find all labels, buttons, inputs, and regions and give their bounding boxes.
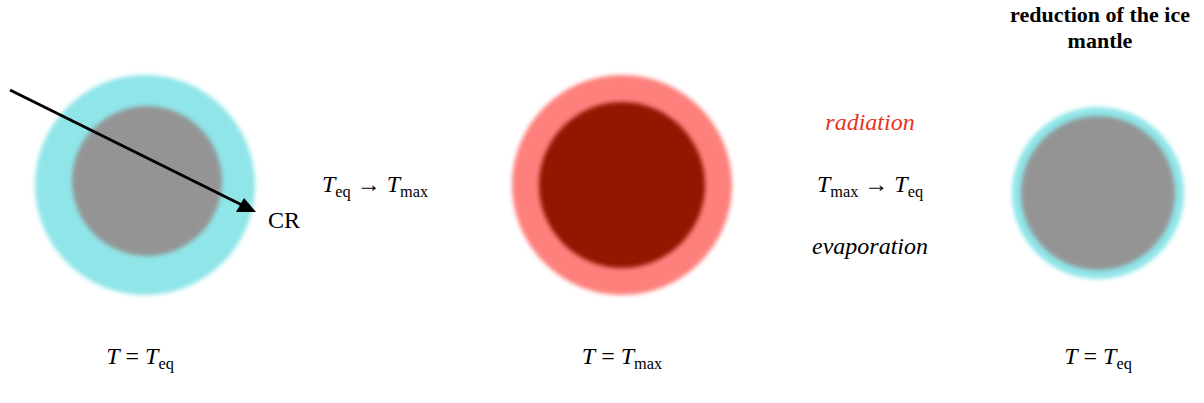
process-label: radiation xyxy=(825,108,914,137)
ice-mantle xyxy=(1012,107,1184,279)
grain-core xyxy=(1021,116,1175,270)
ice-mantle xyxy=(35,75,255,295)
cosmic-ray-line xyxy=(10,90,244,206)
process-label: evaporation xyxy=(812,232,928,261)
temperature-label: T = Teq xyxy=(106,342,174,371)
ice-mantle xyxy=(512,75,732,295)
cosmic-ray-label: CR xyxy=(268,206,300,235)
dust-grain: T = Teq xyxy=(33,73,257,297)
grain-core xyxy=(539,102,705,268)
arrow-head xyxy=(236,198,256,212)
temperature-label: T = Tmax xyxy=(582,342,662,371)
grain-core xyxy=(72,106,222,256)
dust-grain: T = Tmax xyxy=(510,73,734,297)
temperature-label: T = Teq xyxy=(1064,342,1132,371)
transition-label: Tmax → Teq xyxy=(817,170,923,199)
dust-grain: reduction of the ice mantleT = Teq xyxy=(1010,105,1186,281)
transition-label: Teq → Tmax xyxy=(322,170,428,199)
grain-circles xyxy=(510,73,734,297)
grain-circles xyxy=(33,73,257,297)
heading-text: reduction of the ice mantle xyxy=(1008,2,1193,55)
grain-circles xyxy=(1010,105,1186,281)
